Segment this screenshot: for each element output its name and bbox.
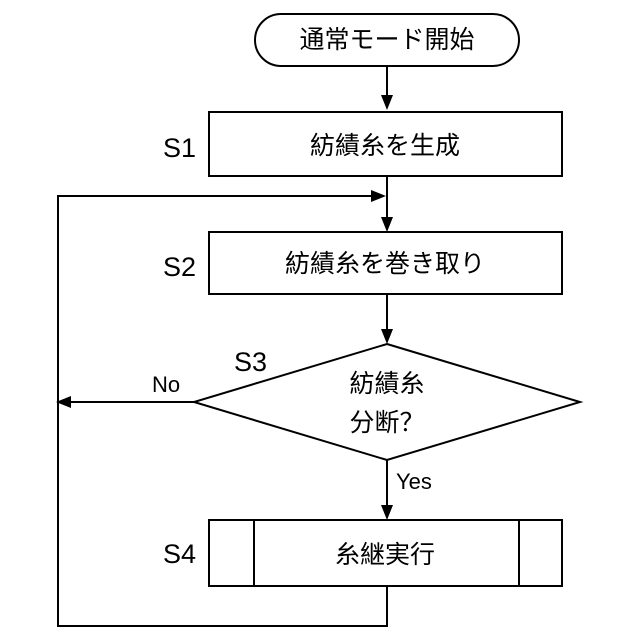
branch-yes-label: Yes	[396, 469, 432, 494]
step-s1: S1 紡績糸を生成	[163, 112, 562, 176]
step-s4-label: 糸継実行	[335, 540, 435, 569]
arrow-s2-to-s3	[381, 294, 393, 344]
step-s3-id: S3	[234, 347, 267, 377]
step-s2-id: S2	[163, 252, 196, 282]
step-s3-decision: S3 紡績糸 分断？	[194, 344, 580, 460]
branch-yes: Yes	[381, 460, 432, 520]
step-s2-label: 紡績糸を巻き取り	[285, 249, 485, 278]
step-s2: S2 紡績糸を巻き取り	[163, 232, 562, 294]
step-s4: S4 糸継実行	[163, 520, 562, 586]
step-s1-id: S1	[163, 133, 196, 163]
arrow-start-to-s1	[381, 66, 393, 110]
step-s3-label-line2: 分断？	[349, 408, 424, 437]
start-terminal: 通常モード開始	[255, 14, 519, 66]
branch-no-label: No	[152, 372, 180, 397]
start-terminal-label: 通常モード開始	[299, 25, 474, 54]
arrow-s1-to-s2	[381, 176, 393, 232]
step-s3-label-line1: 紡績糸	[349, 369, 424, 398]
branch-no: No	[56, 372, 194, 408]
step-s1-label: 紡績糸を生成	[310, 131, 460, 160]
step-s4-id: S4	[163, 539, 196, 569]
